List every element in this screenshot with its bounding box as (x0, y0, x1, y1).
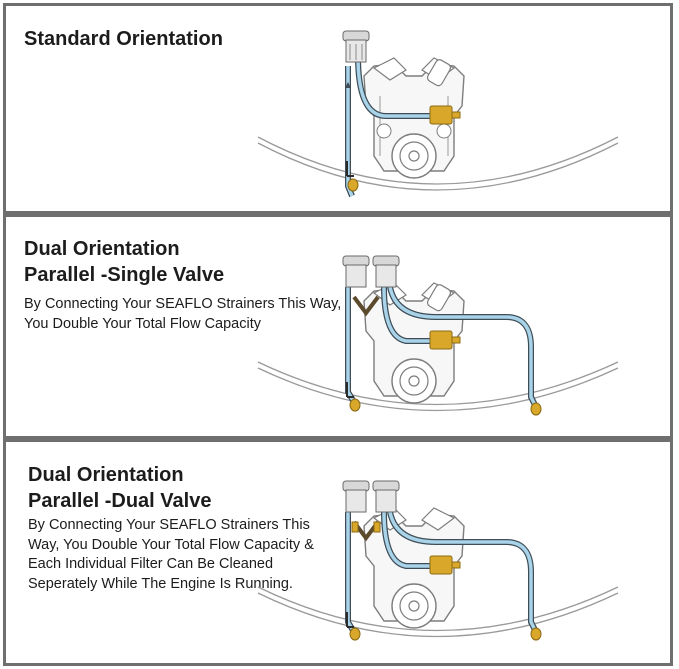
plumbing-diagram (257, 480, 619, 641)
through-hull-fitting (530, 627, 542, 641)
plumbing-diagram (257, 30, 619, 198)
panel-title: Dual Orientation Parallel -Dual Valve (28, 462, 211, 514)
panel-standard-orientation: Standard Orientation (3, 3, 673, 214)
hull-curve (257, 361, 619, 412)
panel-title: Dual Orientation Parallel -Single Valve (24, 236, 224, 288)
plumbing-diagram (257, 255, 619, 416)
panel-dual-single-valve: Dual Orientation Parallel -Single Valve … (3, 214, 673, 439)
y-connector (352, 295, 380, 317)
panel-dual-dual-valve: Dual Orientation Parallel -Dual Valve By… (3, 439, 673, 666)
panel-description: By Connecting Your SEAFLO Strainers This… (28, 517, 314, 592)
raw-water-strainer-icon (342, 30, 370, 63)
panel-description: By Connecting Your SEAFLO Strainers This… (24, 296, 342, 332)
through-hull-fitting (530, 402, 542, 416)
raw-water-strainer-icon (372, 480, 400, 513)
seacock-valve-icon (346, 161, 359, 192)
seacock-valve-icon (346, 612, 361, 641)
water-pump-icon (429, 105, 461, 125)
panel-title-line: Standard Orientation (24, 28, 223, 50)
raw-water-strainer-icon (342, 255, 370, 288)
seacock-valve-icon (346, 382, 361, 412)
valve-left (351, 521, 359, 533)
water-pump-icon (429, 330, 461, 350)
panel-title-line: Parallel -Dual Valve (28, 490, 212, 512)
valve-right (373, 521, 381, 533)
flow-arrow-icon (345, 82, 351, 88)
panel-title: Standard Orientation (24, 26, 223, 52)
raw-water-strainer-icon (342, 480, 370, 513)
panel-title-line: Dual Orientation (24, 238, 180, 260)
panel-title-line: Dual Orientation (28, 464, 184, 486)
hull-curve (257, 136, 619, 191)
hull-curve (257, 586, 619, 638)
raw-water-strainer-icon (372, 255, 400, 288)
panel-title-line: Parallel -Single Valve (24, 264, 225, 286)
water-pump-icon (429, 555, 461, 575)
